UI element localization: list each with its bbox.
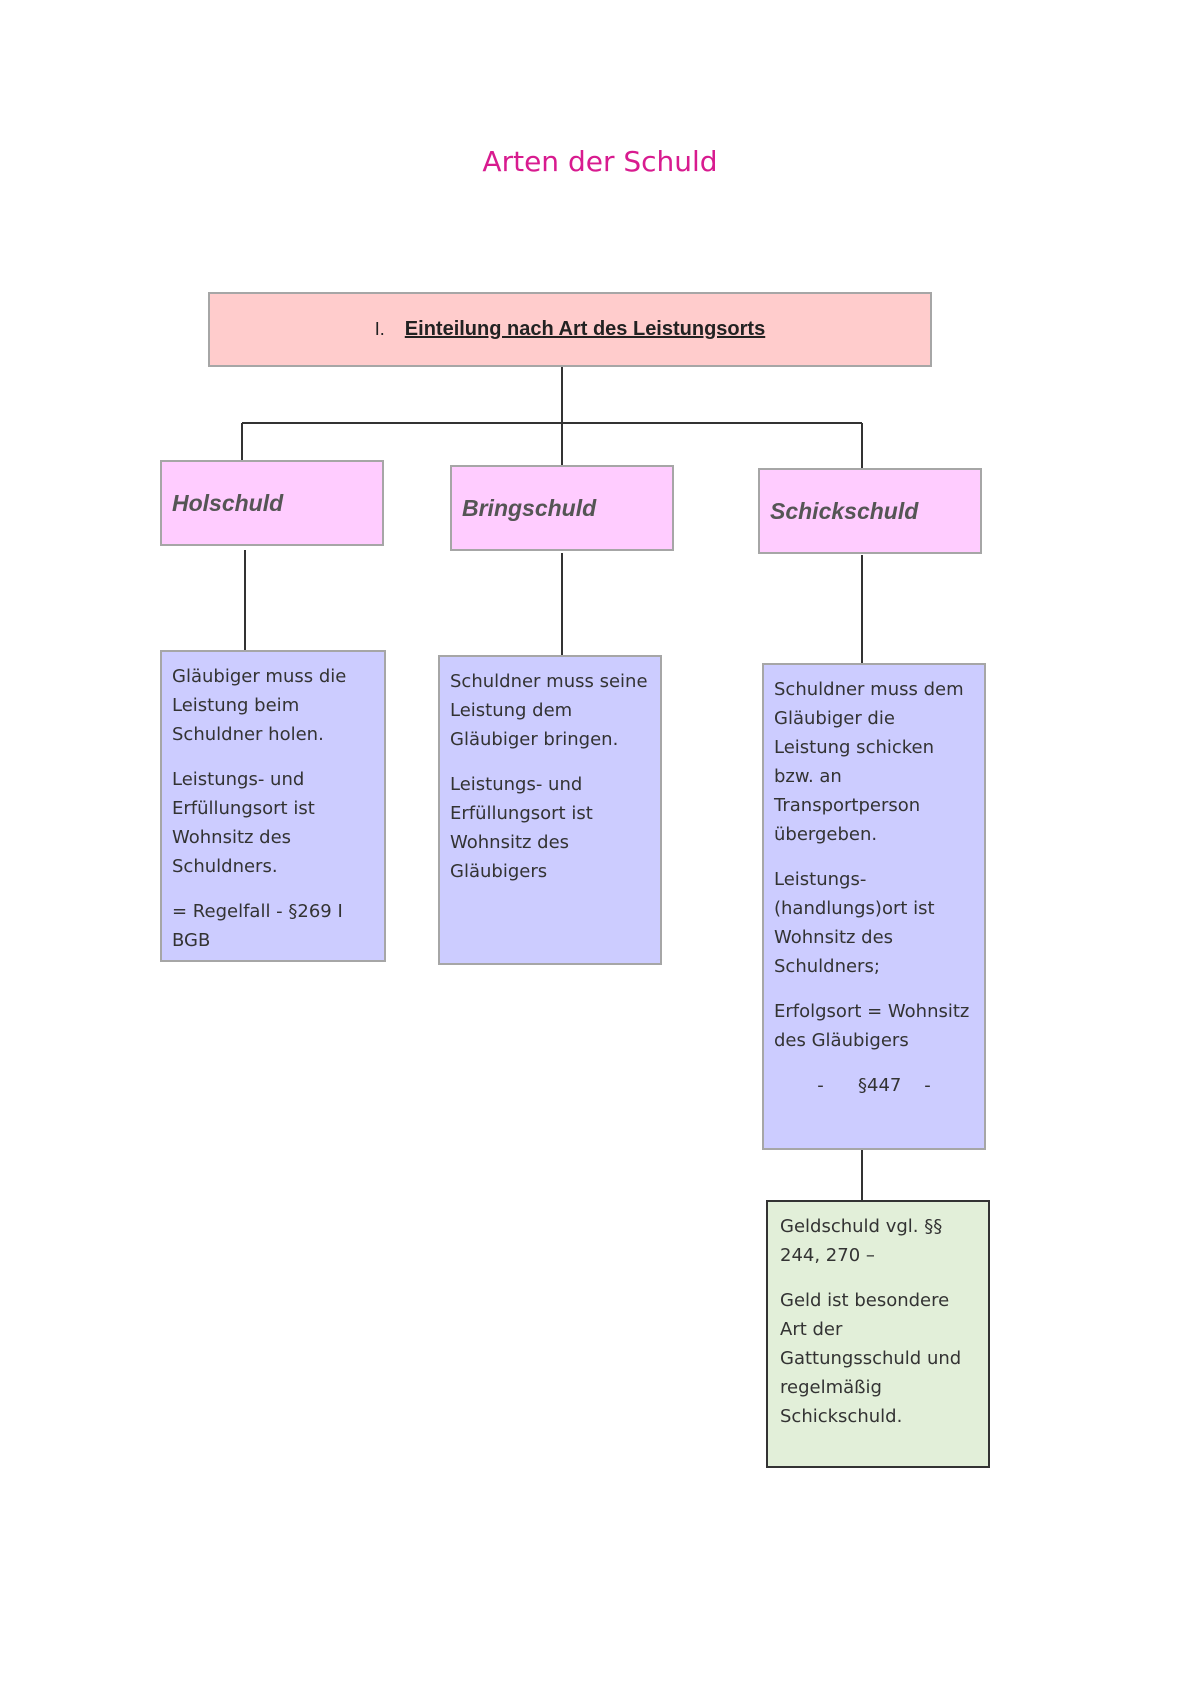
bringschuld-label: Bringschuld bbox=[462, 494, 597, 521]
bringschuld-description: Schuldner muss seine Leistung dem Gläubi… bbox=[438, 655, 662, 965]
geldschuld-box: Geldschuld vgl. §§ 244, 270 – Geld ist b… bbox=[766, 1200, 990, 1468]
schickschuld-paragraph: - §447 - bbox=[817, 1075, 931, 1096]
page-title: Arten der Schuld bbox=[482, 145, 718, 178]
schickschuld-paragraph: Leistungs- (handlungs)ort ist Wohnsitz d… bbox=[774, 869, 935, 977]
holschuld-paragraph: Gläubiger muss die Leistung beim Schuldn… bbox=[172, 666, 347, 745]
bringschuld-paragraph: Schuldner muss seine Leistung dem Gläubi… bbox=[450, 671, 648, 750]
geldschuld-paragraph: Geld ist besondere Art der Gattungsschul… bbox=[780, 1290, 962, 1427]
category-number: I. bbox=[374, 319, 385, 339]
category-label: Einteilung nach Art des Leistungsorts bbox=[404, 318, 766, 340]
schickschuld-paragraph: Schuldner muss dem Gläubiger die Leistun… bbox=[774, 679, 964, 845]
category-header: I. Einteilung nach Art des Leistungsorts bbox=[208, 292, 932, 367]
holschuld-description: Gläubiger muss die Leistung beim Schuldn… bbox=[160, 650, 386, 962]
schickschuld-box: Schickschuld bbox=[758, 468, 982, 554]
bringschuld-box: Bringschuld bbox=[450, 465, 674, 551]
holschuld-label: Holschuld bbox=[172, 489, 284, 516]
holschuld-box: Holschuld bbox=[160, 460, 384, 546]
geldschuld-paragraph: Geldschuld vgl. §§ 244, 270 – bbox=[780, 1216, 943, 1266]
schickschuld-paragraph: Erfolgsort = Wohnsitz des Gläubigers bbox=[774, 1001, 970, 1051]
holschuld-paragraph: Leistungs- und Erfüllungsort ist Wohnsit… bbox=[172, 769, 315, 877]
bringschuld-paragraph: Leistungs- und Erfüllungsort ist Wohnsit… bbox=[450, 774, 593, 882]
schickschuld-description: Schuldner muss dem Gläubiger die Leistun… bbox=[762, 663, 986, 1150]
holschuld-paragraph: = Regelfall - §269 I BGB bbox=[172, 901, 343, 951]
schickschuld-label: Schickschuld bbox=[770, 497, 919, 524]
